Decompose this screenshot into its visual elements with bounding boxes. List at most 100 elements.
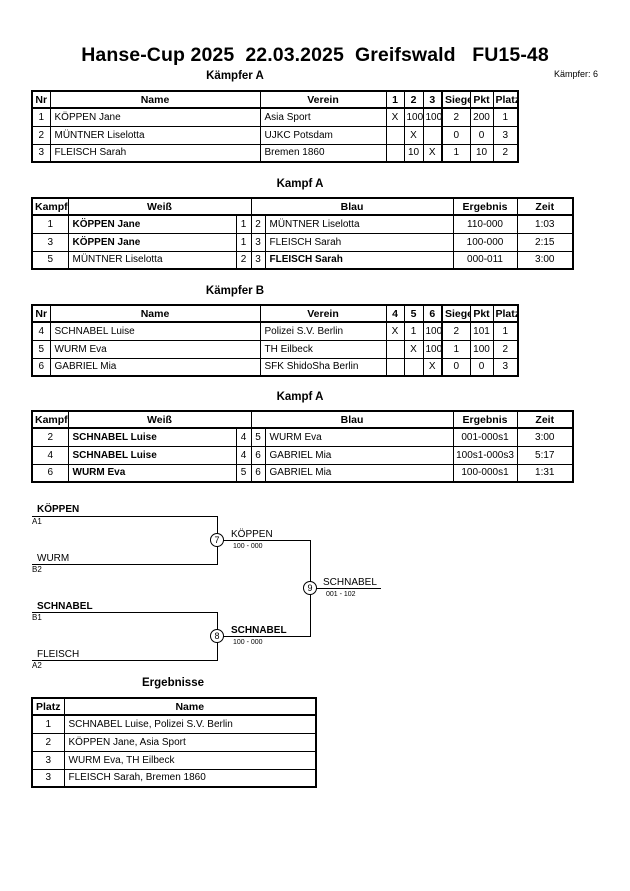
- row-white-fighter: KÖPPEN Jane: [67, 232, 237, 252]
- row-place: 3: [31, 768, 65, 788]
- row-wins: 1: [441, 143, 471, 163]
- row-place: 1: [31, 714, 65, 734]
- row-white-nr: 1: [235, 214, 252, 234]
- pool-a-table: NrNameVerein123SiegePktPlatz1KÖPPEN Jane…: [31, 90, 519, 163]
- col-header-white: Weiß: [67, 197, 252, 216]
- row-points: 0: [469, 357, 494, 377]
- row-name: FLEISCH Sarah: [49, 143, 261, 163]
- row-wins: 1: [441, 339, 471, 359]
- col-header-name: Name: [49, 304, 261, 323]
- row-name: KÖPPEN Jane: [49, 107, 261, 127]
- row-result: X: [422, 357, 443, 377]
- row-result: X: [385, 107, 405, 127]
- row-result: 100: [422, 321, 443, 341]
- bracket-sf2-bottom-seed: A2: [32, 661, 42, 670]
- row-club: UJKC Potsdam: [259, 125, 387, 145]
- bracket-sf1-score: 100 - 000: [233, 543, 263, 550]
- row-points: 200: [469, 107, 494, 127]
- bracket-sf2-winner: SCHNABEL: [231, 625, 287, 636]
- col-header-nr: Nr: [31, 90, 51, 109]
- row-nr: 2: [31, 125, 51, 145]
- bracket-line: [32, 564, 218, 565]
- row-result: [385, 125, 405, 145]
- row-time: 1:31: [516, 463, 574, 483]
- bracket-line: [218, 540, 310, 541]
- bracket-line: [32, 660, 218, 661]
- pool-b-table: NrNameVerein456SiegePktPlatz4SCHNABEL Lu…: [31, 304, 519, 377]
- row-points: 101: [469, 321, 494, 341]
- row-blue-fighter: GABRIEL Mia: [264, 463, 454, 483]
- row-nr: 6: [31, 357, 51, 377]
- row-place: 1: [492, 321, 519, 341]
- col-header-wins: Siege: [441, 90, 471, 109]
- bracket-sf1-winner: KÖPPEN: [231, 529, 273, 540]
- row-time: 1:03: [516, 214, 574, 234]
- row-name: WURM Eva: [49, 339, 261, 359]
- row-result: 110-000: [452, 214, 518, 234]
- bracket-sf2-score: 100 - 000: [233, 639, 263, 646]
- row-wins: 2: [441, 107, 471, 127]
- col-header-fight: Kampf: [31, 410, 69, 429]
- row-result: 10: [403, 143, 424, 163]
- row-name: MÜNTNER Liselotta: [49, 125, 261, 145]
- row-place: 2: [492, 339, 519, 359]
- row-points: 100: [469, 339, 494, 359]
- row-nr: 3: [31, 143, 51, 163]
- row-club: Bremen 1860: [259, 143, 387, 163]
- col-header-blue: Blau: [250, 197, 454, 216]
- row-fight: 2: [31, 427, 69, 447]
- col-header-fighter: 6: [422, 304, 443, 323]
- row-place: 3: [492, 125, 519, 145]
- bracket-sf1-top-seed: A1: [32, 517, 42, 526]
- bracket-sf2-top-seed: B1: [32, 613, 42, 622]
- row-name: SCHNABEL Luise, Polizei S.V. Berlin: [63, 714, 317, 734]
- row-place: 1: [492, 107, 519, 127]
- row-white-nr: 2: [235, 250, 252, 270]
- row-white-nr: 4: [235, 445, 252, 465]
- bracket-sf1-fight-number: 7: [210, 533, 224, 547]
- row-nr: 5: [31, 339, 51, 359]
- row-club: SFK ShidoSha Berlin: [259, 357, 387, 377]
- pool-b-title: Kämpfer B: [205, 285, 265, 297]
- row-fight: 4: [31, 445, 69, 465]
- row-blue-nr: 6: [250, 445, 266, 465]
- row-blue-fighter: GABRIEL Mia: [264, 445, 454, 465]
- row-fight: 1: [31, 214, 69, 234]
- row-place: 2: [31, 732, 65, 752]
- row-result: X: [385, 321, 405, 341]
- col-header-time: Zeit: [516, 197, 574, 216]
- bracket-final-score: 001 - 102: [326, 591, 356, 598]
- col-header-club: Verein: [259, 304, 387, 323]
- col-header-points: Pkt: [469, 90, 494, 109]
- col-header-result: Ergebnis: [452, 197, 518, 216]
- row-result: [385, 339, 405, 359]
- fights-b-title: Kampf A: [276, 391, 324, 403]
- bracket-sf1-bottom-seed: B2: [32, 565, 42, 574]
- row-white-fighter: WURM Eva: [67, 463, 237, 483]
- row-name: GABRIEL Mia: [49, 357, 261, 377]
- row-result: 000-011: [452, 250, 518, 270]
- row-blue-nr: 5: [250, 427, 266, 447]
- row-blue-fighter: WURM Eva: [264, 427, 454, 447]
- row-result: [403, 357, 424, 377]
- bracket-sf2-top-name: SCHNABEL: [37, 601, 93, 612]
- row-result: X: [422, 143, 443, 163]
- row-result: 100-000: [452, 232, 518, 252]
- row-blue-nr: 2: [250, 214, 266, 234]
- fighter-count: Kämpfer: 6: [553, 69, 598, 79]
- row-white-fighter: SCHNABEL Luise: [67, 427, 237, 447]
- bracket-line: [32, 612, 218, 613]
- row-time: 5:17: [516, 445, 574, 465]
- row-time: 3:00: [516, 250, 574, 270]
- row-result: 100: [422, 107, 443, 127]
- bracket-line: [32, 516, 218, 517]
- row-name: WURM Eva, TH Eilbeck: [63, 750, 317, 770]
